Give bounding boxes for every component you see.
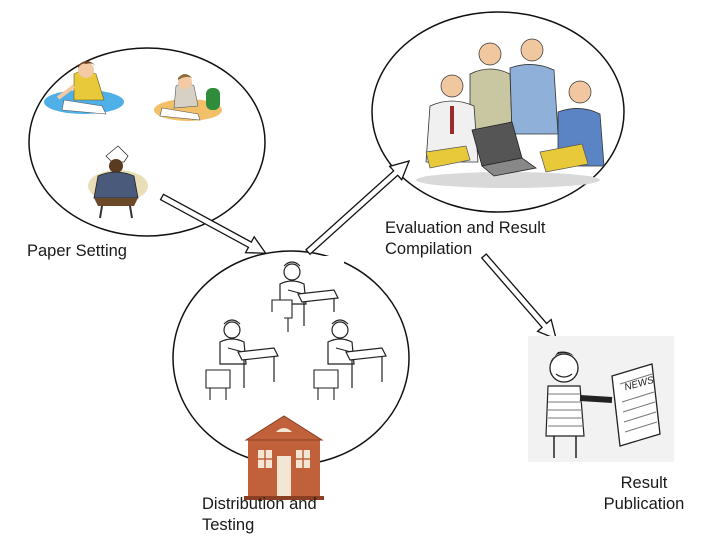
paper-setting-label: Paper Setting: [27, 242, 127, 260]
evaluation-label: Evaluation and Result Compilation: [385, 219, 546, 258]
person-writing-icon: [44, 61, 124, 115]
flow-arrow-icon: [480, 253, 558, 341]
publication-label: Result Publication: [603, 474, 685, 513]
evaluation-circle: [371, 11, 625, 213]
flow-arrow-icon: [159, 193, 267, 254]
paper-setting-circle: [28, 47, 266, 237]
school-building-icon: [244, 415, 324, 500]
flow-arrow-icon: [305, 160, 411, 256]
team-meeting-laptop-icon: [416, 38, 605, 188]
distribution-label: Distribution and Testing: [202, 495, 317, 534]
student-at-desk-icon: [198, 312, 284, 404]
person-reading-paper-icon: [88, 145, 148, 219]
person-writing-icon: [154, 74, 222, 121]
student-at-desk-icon: [306, 312, 392, 404]
person-holding-newspaper-icon: NEWS: [528, 336, 674, 462]
